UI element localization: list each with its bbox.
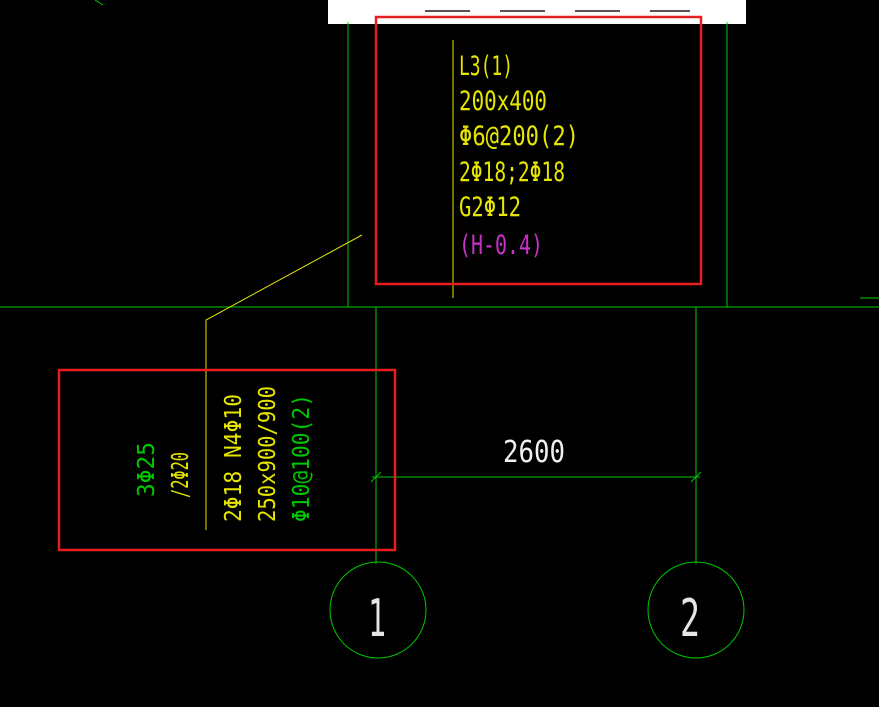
fragment-line xyxy=(94,0,104,6)
beam-section: 200x400 xyxy=(459,86,547,117)
dimension-text: 2600 xyxy=(503,435,565,470)
axis-bubble-2[interactable] xyxy=(647,561,745,659)
beam-label: L3(1) xyxy=(459,51,513,82)
axis-label-1: 1 xyxy=(368,589,386,649)
beam-stirrup: Φ6@200(2) xyxy=(459,121,579,152)
highlight-box-column[interactable] xyxy=(57,368,397,552)
highlight-box-beam[interactable] xyxy=(374,15,703,286)
column-annotation[interactable]: 3Φ25 /2Φ20 2Φ18 N4Φ10 250x900/900 Φ10@10… xyxy=(134,386,315,522)
column-rebar-line: 2Φ18 N4Φ10 xyxy=(221,394,247,522)
column-top-rebar: 3Φ25 xyxy=(134,442,160,497)
beam-rebar: 2Φ18;2Φ18 xyxy=(459,157,565,188)
beam-annotation[interactable]: L3(1) 200x400 Φ6@200(2) 2Φ18;2Φ18 G2Φ12 … xyxy=(459,51,579,261)
column-size-line: 250x900/900 xyxy=(255,386,281,522)
dimension-line[interactable] xyxy=(370,471,702,483)
axis-bubble-1[interactable] xyxy=(329,561,427,659)
column-annotation-leader xyxy=(205,234,363,530)
column-outline[interactable] xyxy=(347,22,728,308)
column-stirrup-line: Φ10@100(2) xyxy=(289,394,315,522)
column-bottom-rebar: /2Φ20 xyxy=(168,452,194,498)
beam-side-rebar: G2Φ12 xyxy=(459,192,521,223)
beam-elevation: (H-0.4) xyxy=(459,230,543,261)
axis-label-2: 2 xyxy=(680,589,700,649)
